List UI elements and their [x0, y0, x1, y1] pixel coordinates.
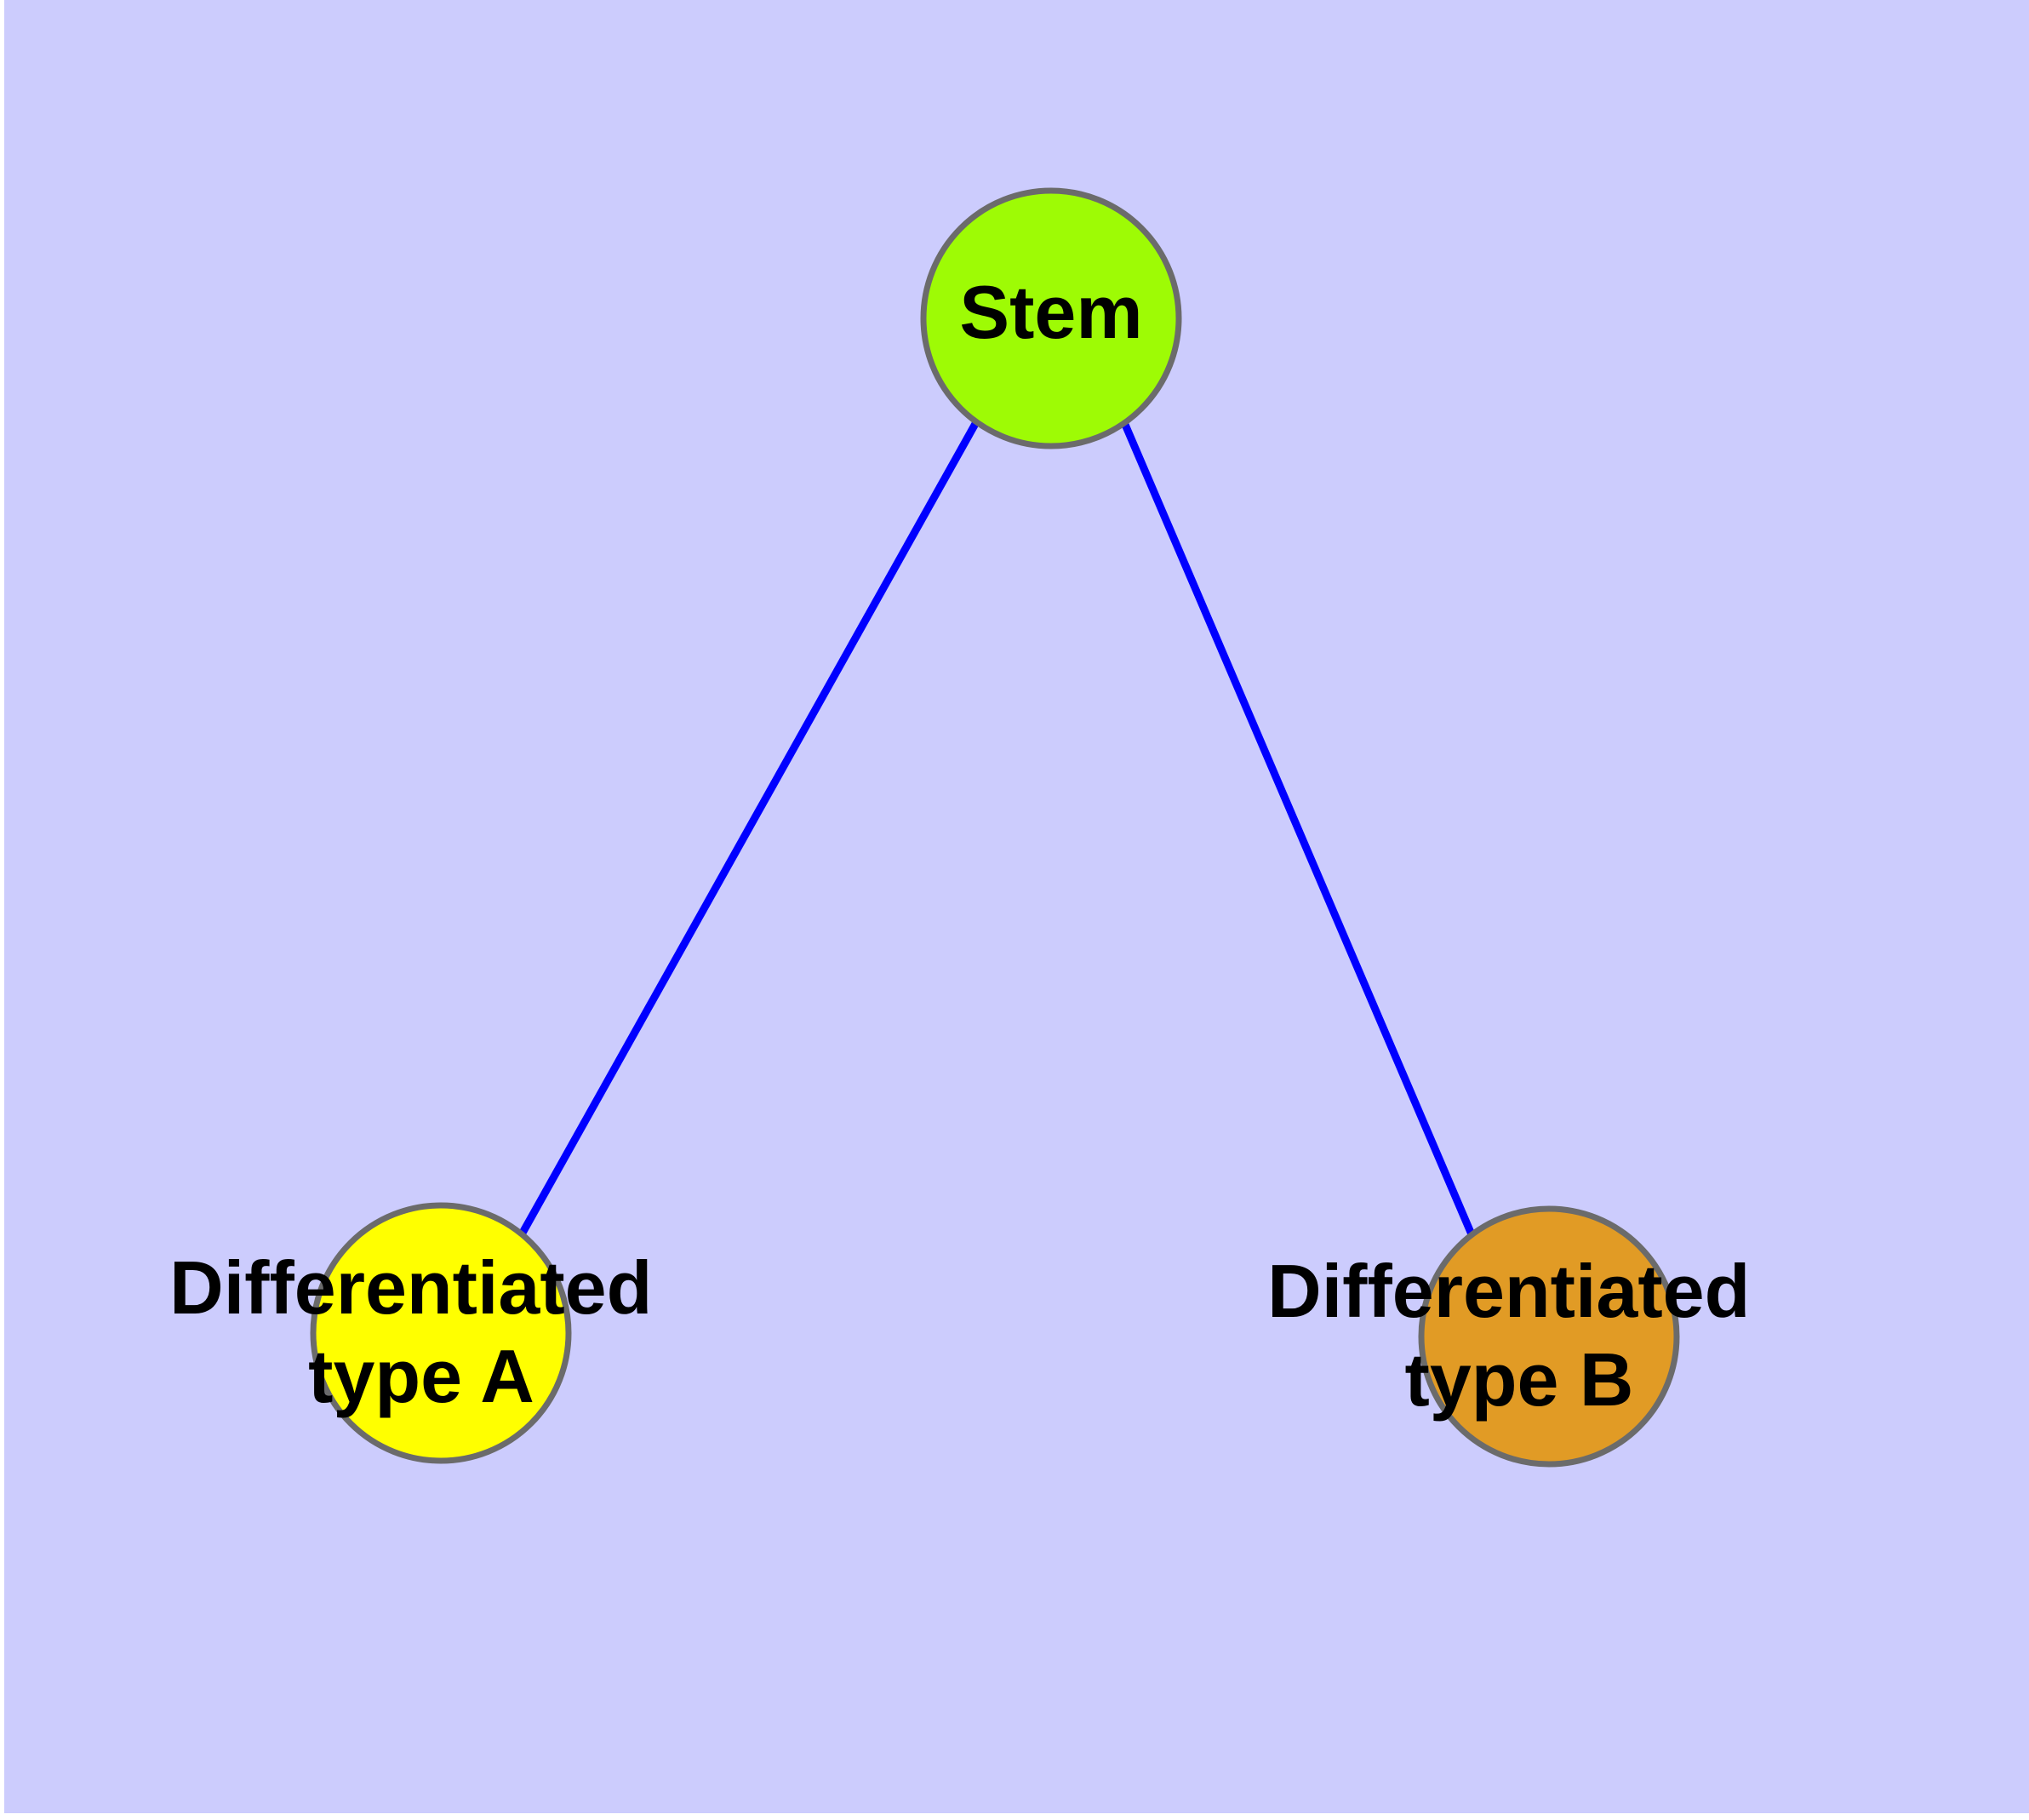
node-stem-label: Stem: [959, 270, 1142, 354]
node-differentiated-type-b-label: Differentiated type B: [1267, 1249, 1771, 1422]
node-differentiated-type-b[interactable]: Differentiated type B: [1267, 1205, 1771, 1468]
edge-stem-to-differentiated-type-a[interactable]: [518, 420, 980, 1237]
node-layer: Stem Differentiated type A Differentiate…: [169, 187, 1771, 1468]
node-stem-circle[interactable]: [920, 187, 1182, 449]
edge-layer: [518, 419, 1476, 1237]
edge-stem-to-differentiated-type-b[interactable]: [1119, 419, 1476, 1236]
node-differentiated-type-a[interactable]: Differentiated type A: [169, 1202, 673, 1464]
node-differentiated-type-b-circle[interactable]: [1418, 1205, 1680, 1468]
node-differentiated-type-a-circle[interactable]: [310, 1202, 572, 1464]
node-stem[interactable]: Stem: [920, 187, 1182, 449]
node-differentiated-type-a-label: Differentiated type A: [169, 1245, 673, 1418]
